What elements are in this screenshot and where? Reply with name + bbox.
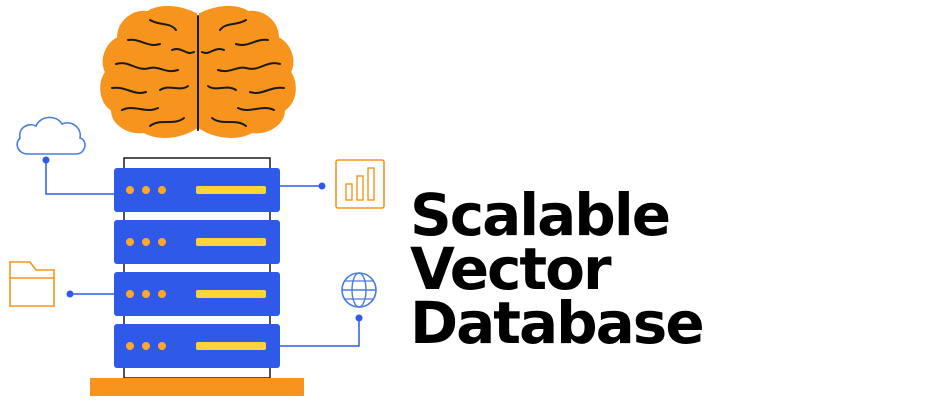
cloud-connector — [45, 160, 114, 195]
bar-chart-icon — [335, 159, 385, 209]
headline-line-2: Vector — [410, 235, 612, 303]
globe-connector — [280, 318, 360, 347]
folder-icon — [9, 261, 55, 307]
headline: Scalable Vector Database — [410, 181, 705, 357]
globe-icon — [341, 272, 377, 308]
vector-database-illustration — [9, 6, 385, 396]
brain-icon — [100, 6, 296, 138]
headline-line-3: Database — [410, 289, 705, 357]
folder-connector-dot — [66, 290, 74, 298]
cloud-connector-dot — [42, 156, 50, 164]
server-rack-icon — [90, 157, 304, 396]
cloud-icon — [16, 116, 86, 155]
globe-connector-dot — [355, 314, 363, 322]
headline-line-1: Scalable — [410, 181, 671, 249]
chart-connector-dot — [318, 182, 326, 190]
